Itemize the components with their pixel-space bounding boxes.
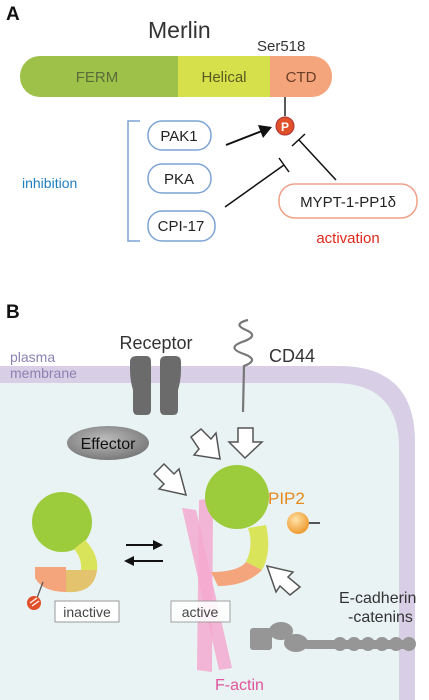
- receptor-signal-arrow: [189, 427, 221, 460]
- cd44-signal-arrow: [227, 427, 264, 460]
- pip2-label: PIP2: [268, 489, 305, 508]
- phosphate-symbol: P: [281, 120, 289, 134]
- active-label-box: [170, 600, 231, 623]
- kinase-label-pka: PKA: [164, 171, 194, 188]
- equilibrium-arrows: [124, 540, 163, 566]
- mypt-inhibit-bar: [291, 133, 306, 147]
- factin-filament-2: [197, 498, 213, 672]
- kinase-label-pak1: PAK1: [160, 128, 197, 145]
- factin-label: F-actin: [215, 677, 264, 694]
- effector-icon: [67, 426, 149, 460]
- protein-name: Merlin: [148, 17, 211, 43]
- ctd-domain: [270, 56, 332, 97]
- cpi17-inhibit-line: [224, 164, 285, 208]
- cadherin-label-line2: -catenins: [348, 609, 413, 626]
- mypt-inhibit-line: [298, 139, 337, 181]
- kinase-box-pka: [147, 163, 212, 194]
- kinase-box-cpi17: [147, 210, 216, 242]
- phospho-site-label: Ser518: [257, 38, 305, 55]
- pak1-arrow-shaft: [225, 130, 263, 146]
- cadherin-icon: [250, 622, 416, 652]
- effector-signal-arrow: [152, 462, 188, 497]
- phosphate-icon: [275, 116, 295, 136]
- ctd-label: CTD: [286, 69, 317, 86]
- receptor-label: Receptor: [119, 333, 192, 353]
- cpi17-inhibit-bar: [278, 157, 290, 173]
- inactive-label: inactive: [63, 604, 111, 620]
- ferm-label: FERM: [76, 69, 119, 86]
- ferm-domain: [20, 56, 178, 97]
- panel-letter-b: B: [6, 302, 20, 323]
- phosphatase-label: MYPT-1-PP1δ: [300, 194, 396, 211]
- helical-label: Helical: [201, 69, 246, 86]
- pip2-icon: [287, 512, 309, 534]
- receptor-icon: [130, 356, 181, 415]
- cd44-label: CD44: [269, 346, 315, 366]
- inhibition-bracket: [127, 120, 140, 242]
- inactive-label-box: [54, 600, 120, 623]
- kinase-label-cpi17: CPI-17: [158, 218, 205, 235]
- merlin-domain-bar: [20, 56, 332, 97]
- inhibition-label: inhibition: [22, 175, 77, 191]
- active-label: active: [182, 604, 219, 620]
- inactive-merlin: [27, 492, 98, 610]
- activation-label: activation: [316, 230, 379, 247]
- pak1-arrowhead: [258, 125, 272, 138]
- active-merlin: [205, 465, 269, 586]
- phosphatase-box: [278, 183, 418, 219]
- cadherin-label-line1: E-cadherin: [339, 590, 416, 607]
- panel-letter-a: A: [6, 4, 20, 25]
- cadherin-signal-arrow: [265, 564, 302, 596]
- kinase-box-pak1: [147, 120, 212, 151]
- effector-label: Effector: [81, 436, 137, 453]
- membrane-label-line1: plasma: [10, 349, 55, 365]
- helical-domain: [178, 56, 270, 97]
- membrane-label-line2: membrane: [10, 365, 77, 381]
- cd44-icon: [233, 318, 254, 413]
